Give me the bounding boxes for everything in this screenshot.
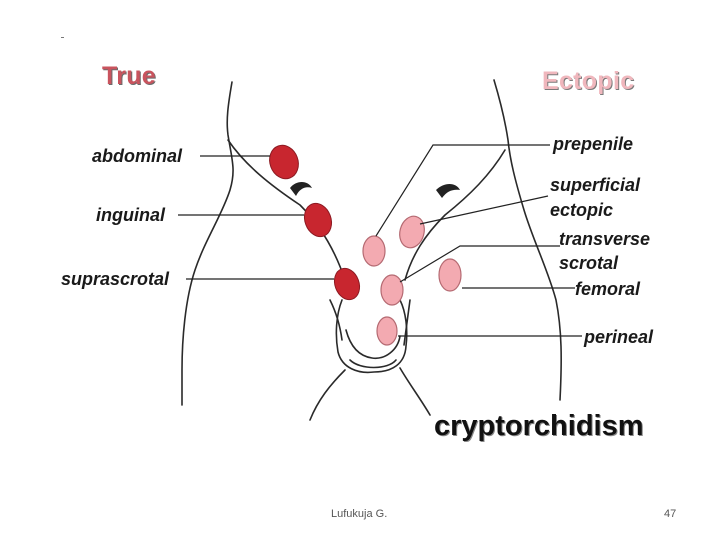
true-leader-lines <box>178 155 334 280</box>
testis-perineal <box>376 316 398 346</box>
diagram-title: cryptorchidism <box>434 410 644 442</box>
label-prepenile: prepenile <box>553 134 634 154</box>
label-ectopic: ectopic <box>550 200 614 220</box>
footer-author: Lufukuja G. <box>331 508 388 520</box>
testis-abdominal <box>269 144 299 180</box>
inguinal-rings <box>290 182 460 198</box>
corner-mark <box>61 37 64 38</box>
true-testis-group <box>269 144 361 301</box>
label-inguinal: inguinal <box>96 205 165 225</box>
testis-prepenile <box>362 235 386 267</box>
testis-femoral <box>438 258 462 292</box>
heading-ectopic: Ectopic <box>542 67 635 95</box>
label-superficial: superficial <box>550 175 641 195</box>
label-scrotal: scrotal <box>559 253 619 273</box>
testis-superficial-ectopic <box>399 215 425 249</box>
body-outline <box>181 79 562 421</box>
label-abdominal: abdominal <box>92 146 183 166</box>
testis-inguinal <box>303 202 333 238</box>
testis-suprascrotal <box>333 267 361 301</box>
label-perineal: perineal <box>584 327 654 347</box>
heading-true: True <box>102 62 156 90</box>
label-femoral: femoral <box>575 279 641 299</box>
ectopic-testis-group <box>362 215 462 346</box>
testis-transverse-scrotal <box>380 274 404 306</box>
ectopic-leader-lines <box>375 144 582 337</box>
page-number: 47 <box>664 508 677 520</box>
label-transverse: transverse <box>559 229 651 249</box>
label-suprascrotal: suprascrotal <box>61 269 170 289</box>
